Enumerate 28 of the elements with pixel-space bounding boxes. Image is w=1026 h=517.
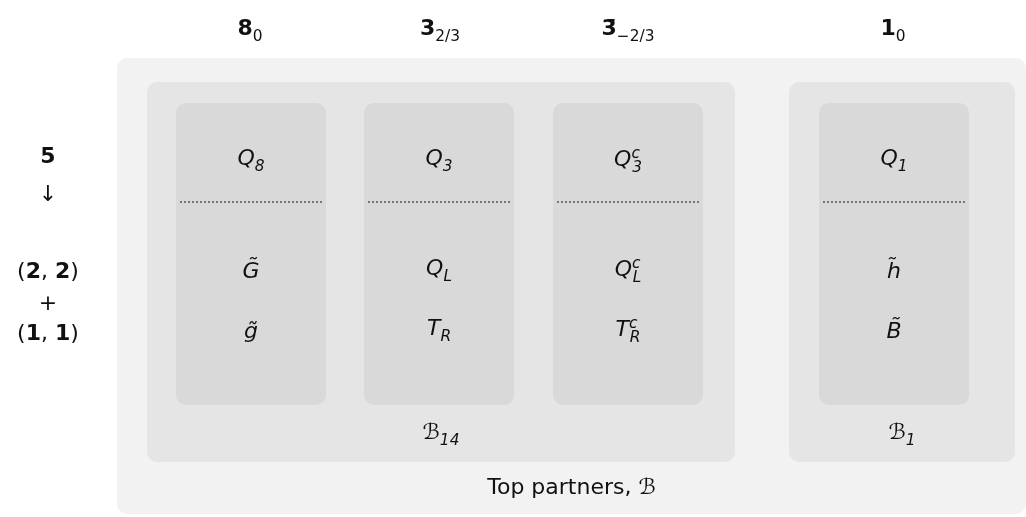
- representation-label: 3̄$_{−2/3}$: [601, 15, 655, 45]
- multiplet-panel: [819, 103, 969, 405]
- particle-symbol: T$_{R}$: [426, 315, 452, 345]
- representation-label: 5: [40, 142, 56, 168]
- particle-symbol: Q$_{8}$: [237, 145, 265, 175]
- multiplet-panel: [364, 103, 514, 405]
- representation-label: 8$_{0}$: [237, 15, 263, 45]
- representation-label: (1, 1): [17, 319, 79, 345]
- group-panel: [117, 58, 1026, 514]
- representation-label: 3$_{2/3}$: [419, 15, 461, 45]
- plus-sign: +: [38, 289, 58, 315]
- multiplet-panel: [553, 103, 703, 405]
- particle-symbol: Q$_{3}$: [425, 145, 453, 175]
- representation-label: 1$_{0}$: [880, 15, 906, 45]
- multiplet-panel: [176, 103, 326, 405]
- particle-symbol: B̃: [886, 317, 902, 343]
- group-panel: [789, 82, 1015, 462]
- decomposition-arrow: ↓: [38, 180, 58, 206]
- group-panel: [147, 82, 735, 462]
- group-title: Top partners, ℬ: [487, 473, 656, 499]
- particle-symbol: Q$_{1}$: [880, 145, 908, 175]
- particle-symbol: g̃: [244, 317, 258, 343]
- group-symbol: ℬ$_{1}$: [888, 419, 916, 449]
- particle-symbol: G̃: [242, 257, 260, 283]
- particle-symbol: h̃: [887, 257, 901, 283]
- particle-symbol: Q$_{L}$: [426, 255, 452, 285]
- group-symbol: ℬ$_{14}$: [422, 419, 460, 449]
- representation-label: (2, 2): [17, 257, 79, 283]
